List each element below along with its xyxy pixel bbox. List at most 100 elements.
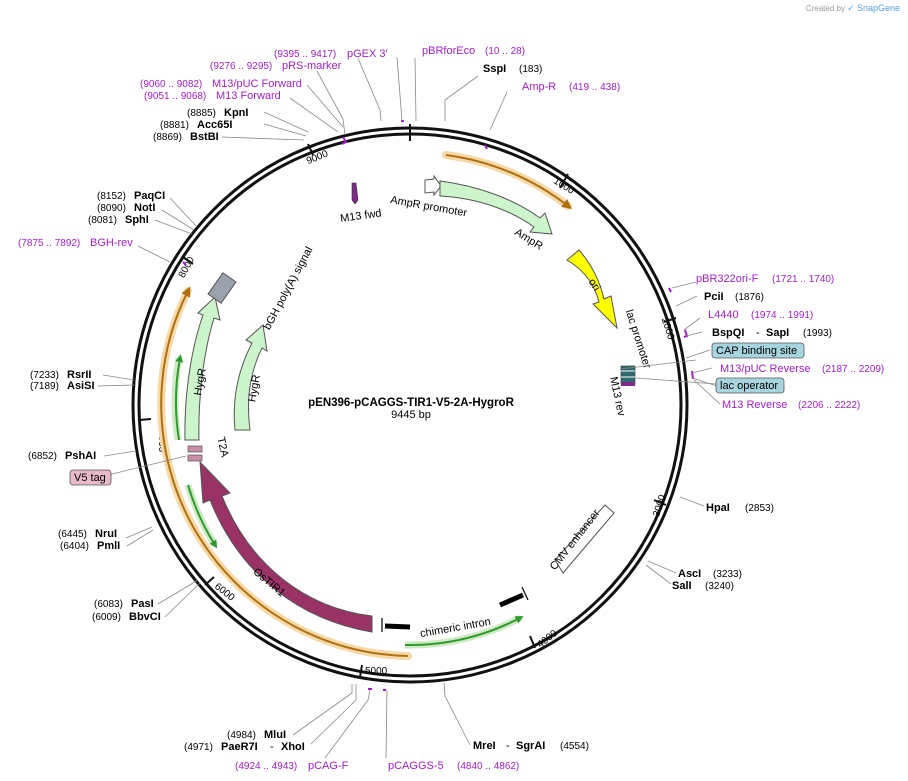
primer-bghrev-name: BGH-rev [90, 237, 133, 249]
label-cmv-enhancer: CMV enhancer [548, 507, 603, 572]
label-hygr-outer: HygR [192, 367, 209, 396]
plasmid-title: pEN396-pCAGGS-TIR1-V5-2A-HygroR 9445 bp [308, 397, 514, 421]
primer-ampr-range: (419 .. 438) [569, 82, 620, 93]
primer-pbr322ori-name: pBR322ori-F [696, 273, 759, 285]
enzyme-mlui: MluI [264, 729, 286, 741]
enzyme-pasi: PasI [131, 598, 154, 610]
primer-pgex3-name: pGEX 3' [347, 48, 388, 60]
bgh-polya-box [207, 272, 237, 304]
enzyme-acc65i-pos: (8881) [160, 120, 189, 131]
credit-prefix: Created by [805, 4, 845, 13]
enzyme-pshai-pos: (6852) [28, 451, 57, 462]
enzyme-mlui-pos: (4984) [227, 730, 256, 741]
primer-m13pucfwd-name: M13/pUC Forward [212, 78, 302, 90]
enzyme-pmli: PmlI [97, 540, 120, 552]
primer-m13pucrev-name: M13/pUC Reverse [720, 363, 810, 375]
tick-label-5000: 5000 [365, 666, 388, 677]
primer-prs-name: pRS-marker [282, 60, 342, 72]
ampr-arrow [439, 180, 553, 235]
tick-label-8000: 8000 [177, 255, 197, 280]
enzyme-asisi-pos: (7189) [30, 381, 59, 392]
enzyme-rsrii: RsrII [67, 369, 91, 381]
snapgene-logo-icon: ✓ [847, 3, 855, 13]
cap-binding-label: CAP binding site [716, 345, 797, 357]
enzyme-paer7i-pos: (4971) [184, 742, 213, 753]
boxed-labels: CAP binding site lac operator V5 tag [69, 342, 805, 486]
tick-marks [138, 124, 677, 678]
tick-label-9000: 9000 [305, 148, 330, 167]
enzyme-sphi: SphI [125, 214, 149, 226]
v5-tag-box [69, 469, 112, 486]
label-t2a: T2A [214, 436, 230, 459]
cap-binding-box [711, 342, 805, 359]
enzyme-paqci-pos: (8152) [97, 191, 126, 202]
v5-tag-label: V5 tag [74, 472, 106, 484]
primer-pbr322ori-range: (1721 .. 1740) [772, 274, 834, 285]
enzyme-asci: AscI [678, 568, 701, 580]
enzyme-mrei-pos: (4554) [560, 741, 589, 752]
primer-m13fwd-name: M13 Forward [216, 90, 281, 102]
enzyme-noti: NotI [134, 202, 155, 214]
enzyme-pcii-pos: (1876) [735, 292, 764, 303]
enzyme-sphi-pos: (8081) [88, 215, 117, 226]
primer-labels: (9395 .. 9417) pGEX 3' (9276 .. 9295) pR… [18, 45, 884, 772]
enzyme-xhoi: XhoI [281, 741, 305, 753]
enzyme-labels: SspI (183) PciI (1876) BspQI - SapI (199… [28, 63, 832, 753]
primer-m13rev-range: (2206 .. 2222) [798, 400, 860, 411]
tick-label-4000: 4000 [535, 628, 560, 651]
label-ori: ori [586, 277, 603, 294]
primer-m13fwd-range: (9051 .. 9068) [144, 91, 206, 102]
primer-l4440-name: L4440 [708, 309, 739, 321]
enzyme-paer7i-sep: - [270, 741, 274, 753]
created-by-credit: Created by ✓ SnapGene [806, 3, 900, 14]
primer-m13pucfwd-range: (9060 .. 9082) [140, 79, 202, 90]
label-bgh-polya: bGH poly(A) signal [261, 245, 315, 332]
enzyme-paqci: PaqCI [134, 190, 165, 202]
enzyme-pshai: PshAI [65, 450, 96, 462]
enzyme-kpni: KpnI [224, 107, 248, 119]
enzyme-asci-pos: (3233) [713, 569, 742, 580]
primer-pbrforeco-range: (10 .. 28) [485, 46, 525, 57]
enzyme-rsrii-pos: (7233) [30, 370, 59, 381]
ostir1-arrow [199, 460, 373, 633]
lac-operator-box [715, 377, 785, 394]
label-hygr-inner: HygR [246, 374, 263, 403]
enzyme-bspqi-pos: (1993) [803, 328, 832, 339]
plasmid-size: 9445 bp [391, 409, 431, 421]
m13-fwd-marker [351, 182, 359, 205]
enzyme-bbvci-pos: (6009) [92, 612, 121, 623]
enzyme-sali: SalI [672, 580, 692, 592]
enzyme-nrui-pos: (6445) [58, 529, 87, 540]
label-m13-fwd: M13 fwd [339, 207, 382, 225]
enzyme-asisi: AsiSI [67, 380, 95, 392]
primer-prs-range: (9276 .. 9295) [210, 61, 272, 72]
label-lac-promoter: lac promoter [623, 308, 653, 370]
primer-pgex3-range: (9395 .. 9417) [274, 49, 336, 60]
orf-arcs [157, 151, 572, 660]
enzyme-pasi-pos: (6083) [94, 599, 123, 610]
primer-pcaggs5-range: (4840 .. 4862) [457, 761, 519, 772]
primer-ampr-name: Amp-R [522, 81, 556, 93]
primer-l4440-range: (1974 .. 1991) [751, 310, 813, 321]
ampr-promoter-arrow [424, 174, 442, 197]
primer-pcagf-name: pCAG-F [308, 760, 349, 772]
enzyme-hpai: HpaI [706, 502, 730, 514]
enzyme-sgrai: SgrAI [516, 740, 545, 752]
enzyme-bstbi: BstBI [190, 131, 219, 143]
enzyme-mrei: MreI [473, 740, 496, 752]
primer-pcaggs5-name: pCAGGS-5 [388, 760, 444, 772]
enzyme-sali-pos: (3240) [705, 581, 734, 592]
enzyme-noti-pos: (8090) [97, 203, 126, 214]
enzyme-bstbi-pos: (8869) [153, 132, 182, 143]
enzyme-bspqi-sep: - [756, 327, 760, 339]
enzyme-paer7i: PaeR7I [221, 741, 258, 753]
ori-arrow [566, 249, 618, 330]
enzyme-sapi: SapI [766, 327, 789, 339]
enzyme-bspqi: BspQI [712, 327, 744, 339]
t2a-marker [187, 445, 203, 453]
plasmid-name: pEN396-pCAGGS-TIR1-V5-2A-HygroR [308, 397, 514, 409]
hygr-inner-arrow [233, 324, 268, 431]
v5-marker [187, 454, 203, 462]
features [184, 174, 636, 633]
hygr-outer-arrow [184, 296, 221, 441]
